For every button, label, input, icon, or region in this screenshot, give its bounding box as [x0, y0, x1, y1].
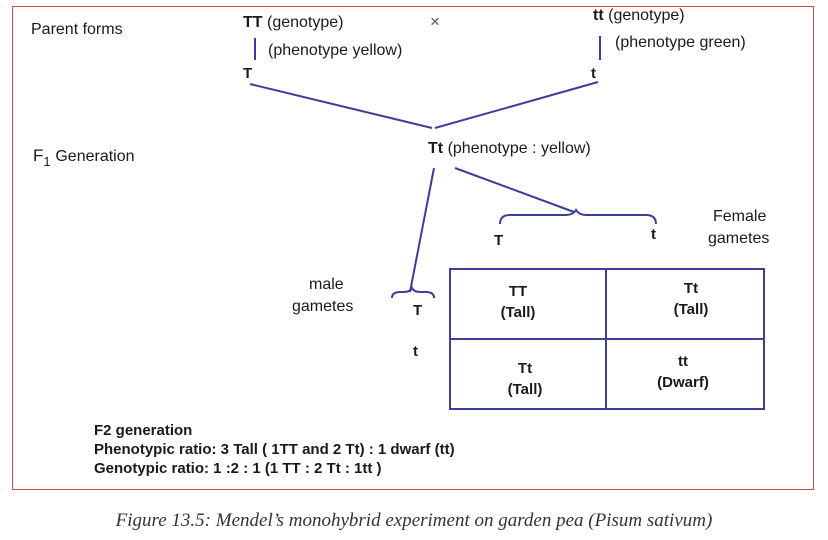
punnett-cell-tt-top-left: TT (Tall) [450, 281, 606, 323]
f1-generation-label: F1 Generation [33, 146, 135, 168]
cell-phenotype: (Dwarf) [657, 374, 709, 391]
male-gamete-1: T [413, 302, 423, 319]
cell-phenotype: (Tall) [507, 381, 543, 398]
female-gamete-2: t [651, 226, 656, 243]
punnett-cell-tt-bottom-left: Tt (Tall) [450, 358, 606, 400]
f2-title: F2 generation [94, 422, 193, 439]
f1-to-female-line [454, 167, 575, 213]
f1-to-male-line [409, 167, 435, 293]
male-gametes-label-1: male [309, 276, 344, 293]
right-parent-genotype-line: tt (genotype) [593, 8, 685, 24]
cell-phenotype: (Tall) [673, 301, 709, 318]
punnett-cell-tt-bottom-right: tt (Dwarf) [606, 351, 764, 393]
left-parent-gamete: T [243, 65, 253, 82]
left-parent-genotype: TT [243, 14, 263, 31]
female-gametes-label-1: Female [713, 208, 767, 225]
right-parent-phenotype: (phenotype green) [615, 34, 746, 51]
f1-phenotype: (phenotype : yellow) [447, 140, 591, 157]
parent-forms-label: Parent forms [31, 21, 123, 38]
left-parent-genotype-line: TT (genotype) [243, 15, 344, 31]
cell-genotype: Tt [683, 280, 699, 297]
left-cross-line [249, 83, 433, 129]
right-cross-line [434, 81, 599, 129]
diagram-frame [12, 6, 814, 490]
female-gamete-brace [499, 208, 657, 225]
phenotypic-ratio: Phenotypic ratio: 3 Tall ( 1TT and 2 Tt)… [94, 441, 455, 458]
right-parent-gamete: t [591, 65, 596, 82]
male-gamete-brace [391, 285, 435, 299]
left-parent-phenotype: (phenotype yellow) [268, 42, 403, 59]
f1-label-word: Generation [55, 148, 135, 165]
f1-label-letter: F [33, 146, 44, 165]
male-gamete-2: t [413, 343, 418, 360]
punnett-cell-tt-top-right: Tt (Tall) [606, 278, 764, 320]
f1-label-subscript: 1 [43, 154, 51, 169]
f2-summary: F2 generation Phenotypic ratio: 3 Tall (… [94, 421, 455, 478]
right-parent-genotype-note: (genotype) [608, 7, 685, 24]
cell-genotype: TT [508, 283, 528, 300]
female-gametes-label-2: gametes [708, 230, 770, 247]
cross-symbol: × [430, 12, 440, 31]
female-gamete-1: T [494, 232, 504, 249]
cell-genotype: tt [678, 353, 688, 370]
cell-genotype: Tt [517, 360, 533, 377]
male-gametes-label-2: gametes [292, 298, 354, 315]
cell-phenotype: (Tall) [500, 304, 536, 321]
f1-offspring: Tt (phenotype : yellow) [428, 141, 591, 157]
f1-genotype: Tt [428, 140, 444, 157]
left-parent-genotype-note: (genotype) [267, 14, 344, 31]
genotypic-ratio: Genotypic ratio: 1 :2 : 1 (1 TT : 2 Tt :… [94, 460, 382, 477]
figure-caption: Figure 13.5: Mendel’s monohybrid experim… [115, 510, 713, 531]
right-parent-genotype: tt [593, 7, 604, 24]
